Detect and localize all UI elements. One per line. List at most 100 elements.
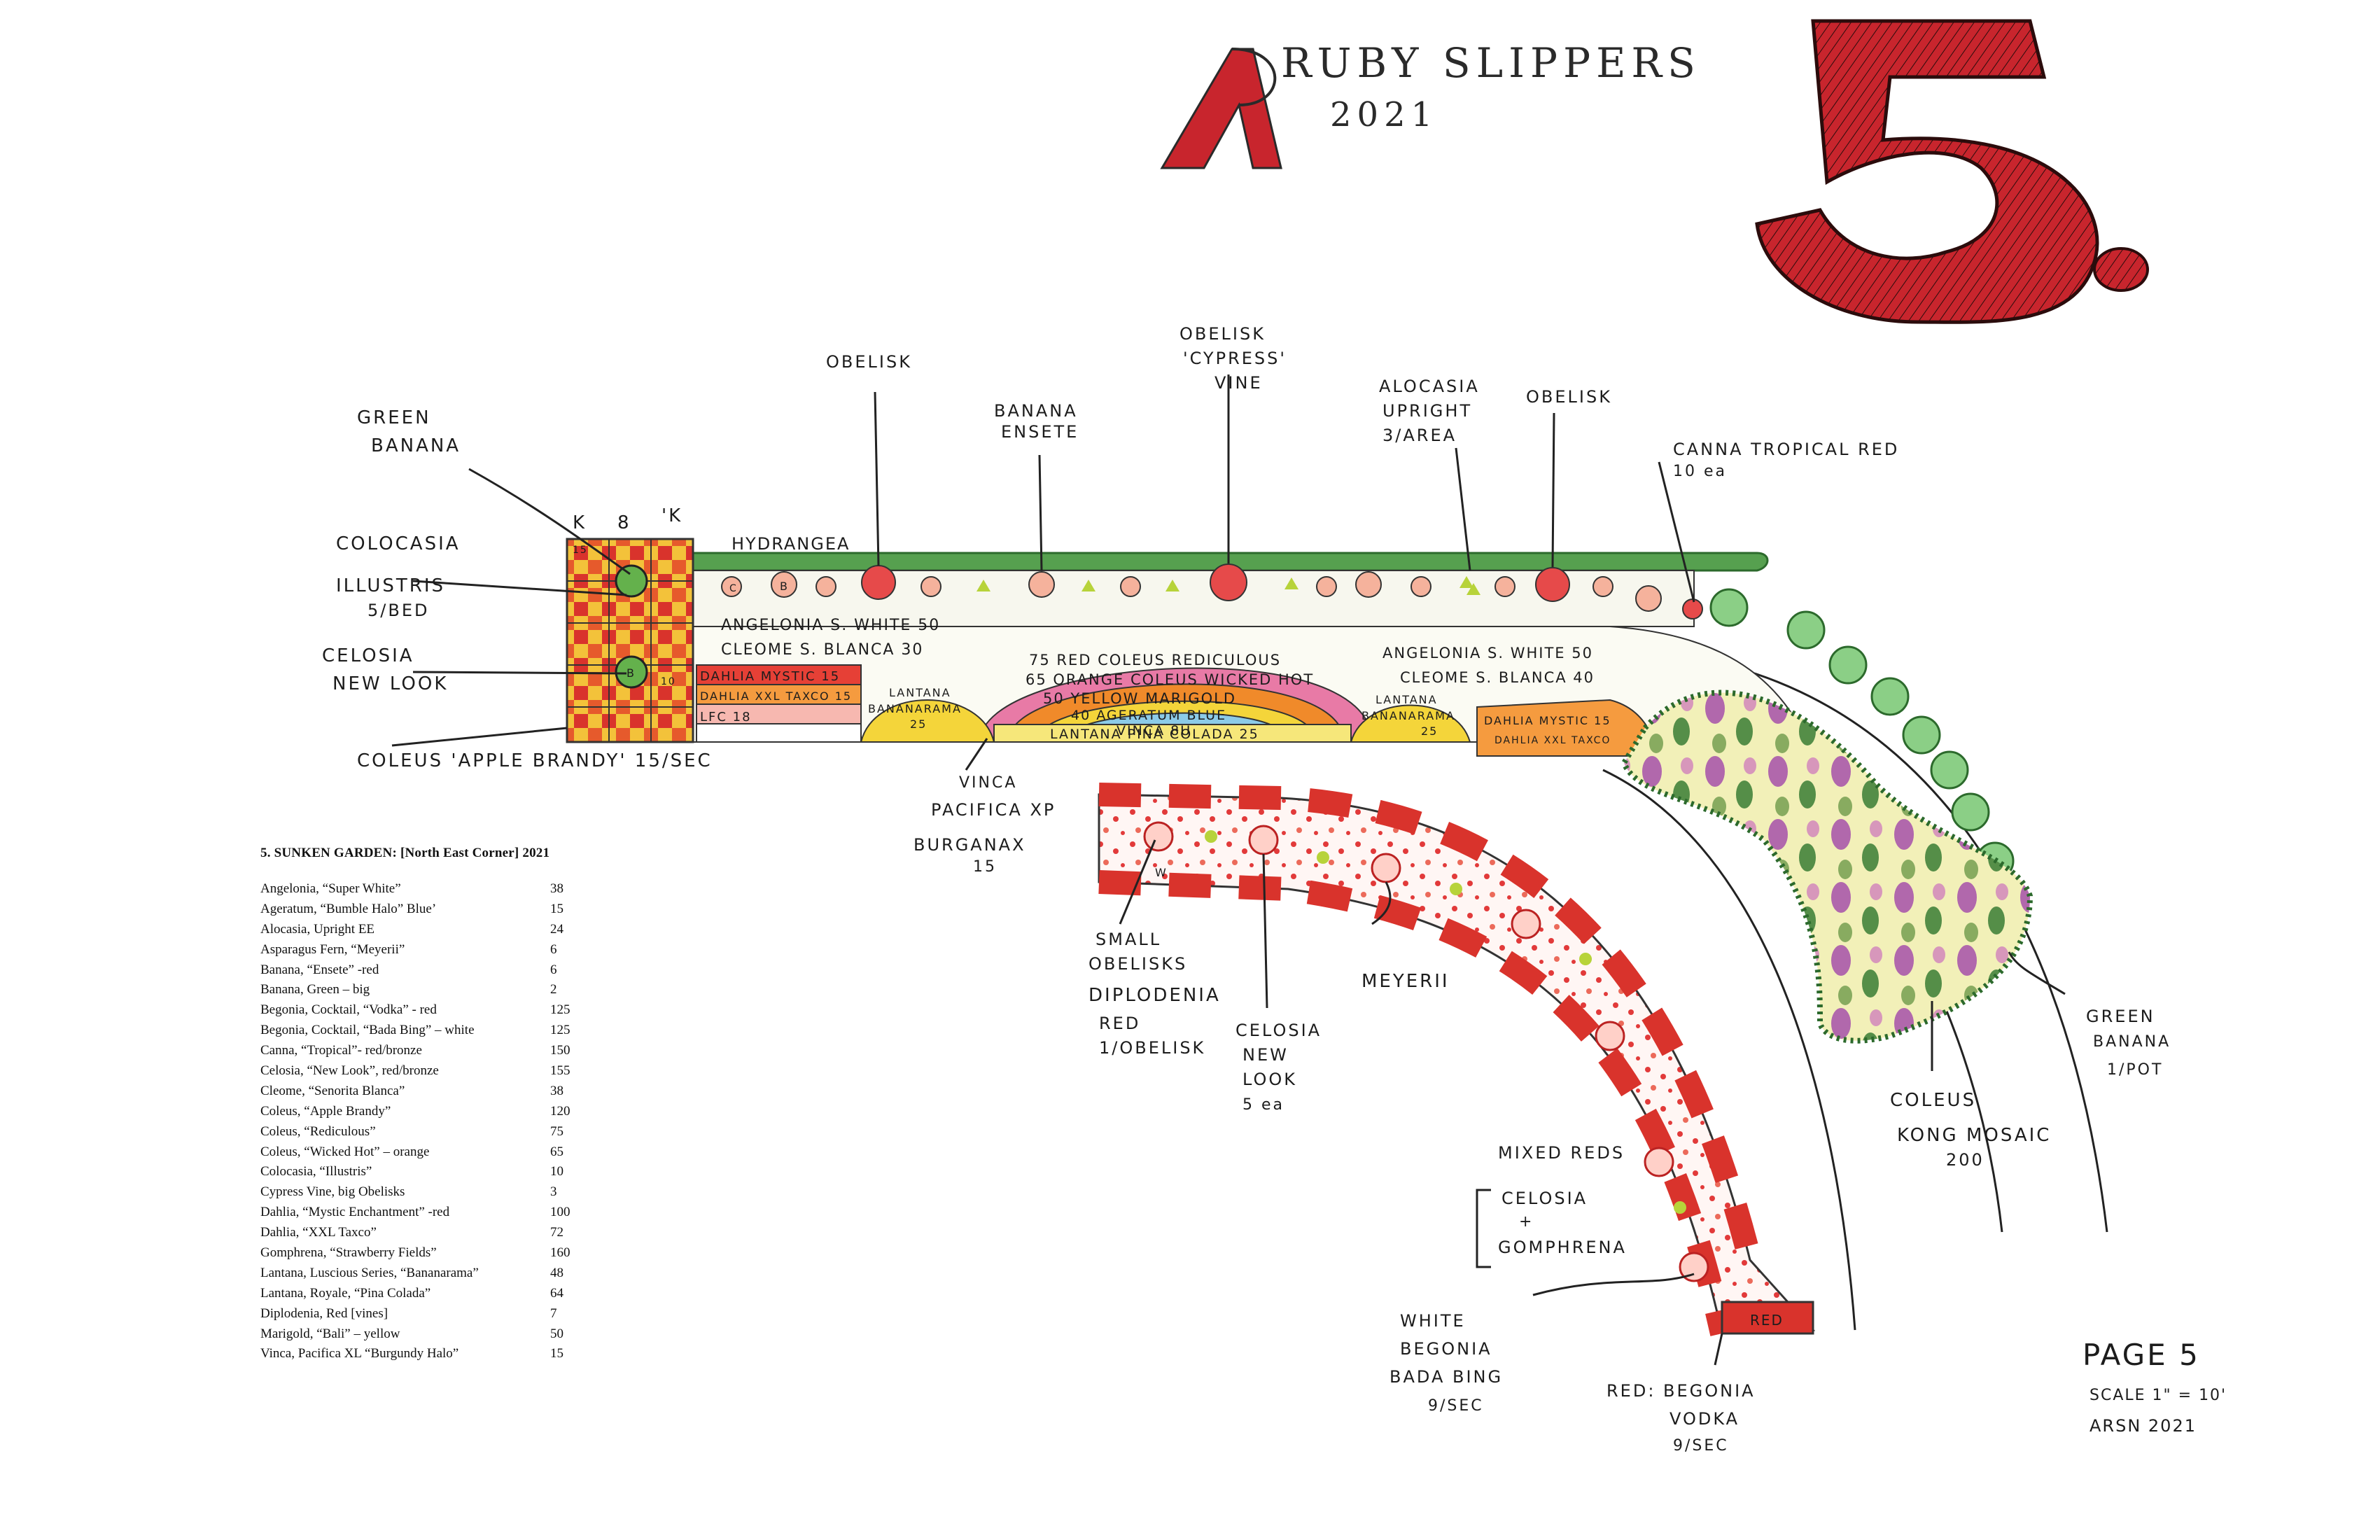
plant-name: Angelonia, “Super White” <box>260 881 401 896</box>
red-tag-box <box>1721 1301 1814 1335</box>
label-red-tag: RED <box>1750 1312 1784 1329</box>
plant-list-row: Colocasia, “Illustris”10 <box>260 1162 595 1182</box>
label-coleus-wicked: 65 ORANGE COLEUS WICKED HOT <box>1026 671 1314 688</box>
plant-quantity: 6 <box>550 941 557 957</box>
plant-quantity: 75 <box>550 1124 564 1139</box>
walk-boundary-line <box>1602 769 1856 1331</box>
plant-list-row: Canna, “Tropical”- red/bronze 150 <box>260 1041 595 1061</box>
label-mixed-reds-2: CELOSIA <box>1502 1189 1588 1208</box>
lantana-pina-strip <box>993 724 1352 743</box>
plant-name: Begonia, Cocktail, “Vodka” - red <box>260 1002 437 1018</box>
plant-list-row: Dahlia, “XXL Taxco”72 <box>260 1223 595 1243</box>
plant-name: Dahlia, “XXL Taxco” <box>260 1225 377 1240</box>
plant-name: Vinca, Pacifica XL “Burgundy Halo” <box>260 1346 459 1362</box>
label-obelisk-cypress-1: OBELISK <box>1180 324 1266 344</box>
plant-quantity: 24 <box>550 921 564 937</box>
plant-name: Gomphrena, “Strawberry Fields” <box>260 1245 437 1261</box>
green-banana-circles <box>1709 588 2015 881</box>
plant-name: Canna, “Tropical”- red/bronze <box>260 1043 422 1058</box>
label-celosia-new-look-4: 5 ea <box>1242 1096 1284 1114</box>
mixed-reds-bracket <box>1476 1189 1491 1268</box>
label-diplodenia-1: DIPLODENIA <box>1088 985 1221 1006</box>
label-lantana-right-2: BANANARAMA <box>1362 709 1455 722</box>
label-lantana-left-2: BANANARAMA <box>868 702 962 715</box>
label-meyerii: MEYERII <box>1362 971 1450 992</box>
plant-name: Banana, “Ensete” -red <box>260 962 379 977</box>
plant-name: Alocasia, Upright EE <box>260 921 375 937</box>
leader-lines <box>391 374 2066 1366</box>
big-number-text: 5. <box>2205 328 2206 330</box>
colocasia-marker-1 <box>615 564 648 598</box>
plant-quantity: 38 <box>550 1083 564 1098</box>
label-dahlia-left: DAHLIA MYSTIC 15 <box>700 669 840 684</box>
label-ageratum: 40 AGERATUM BLUE <box>1071 708 1226 723</box>
plant-name: Cleome, “Senorita Blanca” <box>260 1083 405 1098</box>
plant-list-row: Coleus, “Rediculous”75 <box>260 1122 595 1142</box>
plant-quantity: 100 <box>550 1205 570 1220</box>
label-banana-ensete-1: BANANA <box>994 401 1078 421</box>
label-white-begonia-2: BEGONIA <box>1400 1339 1492 1359</box>
plant-list-title: 5. SUNKEN GARDEN: [North East Corner] 20… <box>260 846 550 860</box>
label-small-obelisks-2: OBELISKS <box>1088 954 1187 974</box>
lantana-left-mound <box>860 699 995 743</box>
plant-quantity: 64 <box>550 1285 564 1301</box>
plant-quantity: 150 <box>550 1043 570 1058</box>
plant-list-row: Lantana, Royale, “Pina Colada” 64 <box>260 1284 595 1304</box>
colocasia-marker-2 <box>615 655 648 689</box>
label-small-obelisks-1: SMALL <box>1096 930 1161 949</box>
bed-letter-w: W <box>1155 866 1168 879</box>
bed-letter-b: B <box>780 580 789 593</box>
label-vinca-1: VINCA <box>959 774 1017 792</box>
plant-list-row: Banana, “Ensete” -red 6 <box>260 960 595 981</box>
label-green-banana-2: BANANA <box>371 435 461 456</box>
plant-quantity: 3 <box>550 1184 557 1200</box>
plant-quantity: 38 <box>550 881 564 896</box>
plant-name: Coleus, “Apple Brandy” <box>260 1103 391 1119</box>
label-celosia-left-2: NEW LOOK <box>332 673 448 694</box>
page-author: ARSN 2021 <box>2090 1416 2197 1436</box>
label-dahlia-xxl-left: DAHLIA XXL TAXCO 15 <box>700 690 852 703</box>
plant-quantity: 125 <box>550 1002 570 1018</box>
label-angelonia-right: ANGELONIA S. WHITE 50 <box>1382 645 1593 662</box>
label-dahlia-xxl-right: DAHLIA XXL TAXCO <box>1494 735 1611 746</box>
plant-name: Celosia, “New Look”, red/bronze <box>260 1063 439 1079</box>
plant-list-row: Begonia, Cocktail, “Vodka” - red 125 <box>260 1000 595 1021</box>
handwritten-labels: GREEN BANANA K 8 'K COLOCASIA ILLUSTRIS … <box>322 324 2171 1455</box>
accent-row-items <box>721 564 1703 620</box>
bed-letter-b-2: B <box>626 666 636 680</box>
main-bed <box>566 538 1793 800</box>
big-number-5 <box>1755 19 2149 324</box>
label-colocasia-3: 5/BED <box>368 601 429 620</box>
plant-list-row: Diplodenia, Red [vines]7 <box>260 1304 595 1324</box>
plant-quantity: 50 <box>550 1326 564 1341</box>
plant-list-row: Lantana, Luscious Series, “Bananarama”48 <box>260 1264 595 1284</box>
label-red-begonia-1: RED: BEGONIA <box>1606 1381 1756 1401</box>
page-meta: PAGE 5 SCALE 1" = 10' ARSN 2021 <box>2082 1338 2225 1436</box>
plant-list-row: Alocasia, Upright EE 24 <box>260 920 595 940</box>
plant-list-row: Coleus, “Apple Brandy”120 <box>260 1102 595 1122</box>
label-marigold: 50 YELLOW MARIGOLD <box>1043 690 1236 707</box>
label-celosia-new-look-2: NEW <box>1242 1045 1289 1065</box>
label-green-banana-right-2: BANANA <box>2093 1033 2171 1051</box>
label-lantana-left-1: LANTANA <box>889 686 951 699</box>
label-k-1: K <box>573 512 587 533</box>
bed-letter-c: C <box>729 583 738 594</box>
label-green-banana-right-1: GREEN <box>2086 1007 2155 1026</box>
label-vinca-band: VINCA 8U <box>1116 723 1191 738</box>
label-green-banana-right-3: 1/POT <box>2107 1061 2163 1079</box>
plant-name: Lantana, Royale, “Pina Colada” <box>260 1285 431 1301</box>
label-obelisk-1: OBELISK <box>826 352 912 372</box>
coleus-apple-brandy-block <box>566 538 694 743</box>
plant-name: Asparagus Fern, “Meyerii” <box>260 941 405 957</box>
label-celosia-new-look-1: CELOSIA <box>1236 1021 1322 1040</box>
label-celosia-new-look-3: LOOK <box>1242 1070 1297 1089</box>
label-canna-1: CANNA TROPICAL RED <box>1673 440 1899 459</box>
plant-quantity: 6 <box>550 962 557 977</box>
label-obelisk-cypress-3: VINE <box>1214 373 1263 393</box>
plant-quantity: 48 <box>550 1265 564 1280</box>
